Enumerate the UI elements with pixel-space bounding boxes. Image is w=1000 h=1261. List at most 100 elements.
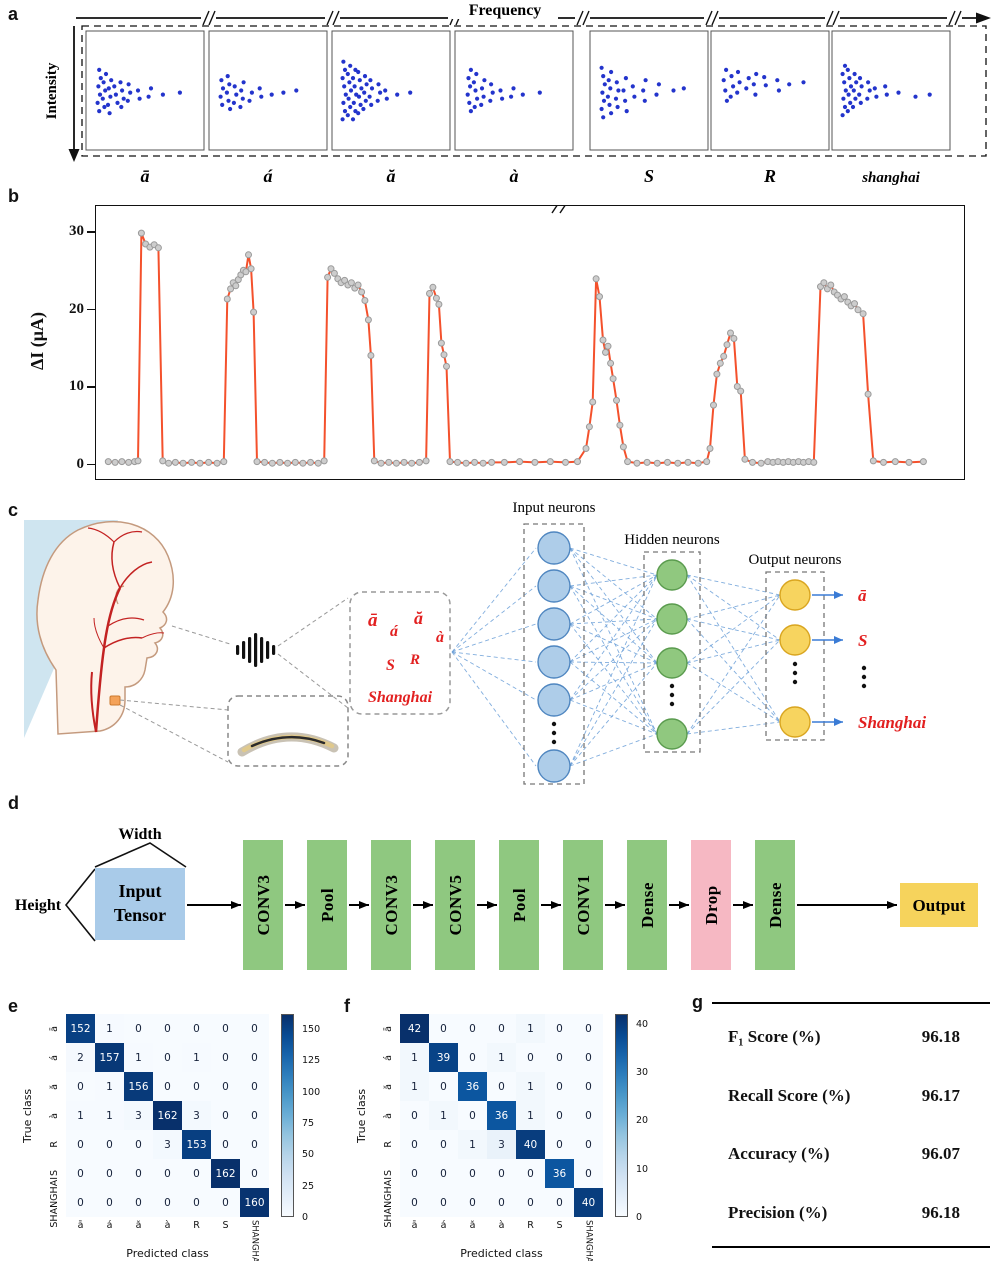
signal-marker xyxy=(664,458,671,466)
scatter-point xyxy=(842,63,848,68)
width-label: Width xyxy=(118,826,161,843)
network-link xyxy=(569,547,658,576)
signal-marker xyxy=(905,458,913,466)
width-bracket xyxy=(94,842,187,868)
scatter-point xyxy=(509,94,514,99)
network-link xyxy=(686,594,781,620)
hidden-neuron xyxy=(656,603,688,635)
signal-marker xyxy=(462,459,470,467)
matrix-cell: 3 xyxy=(124,1101,153,1130)
axis-break-slash xyxy=(551,206,558,214)
scatter-point xyxy=(364,82,369,87)
scatter-point xyxy=(350,117,356,122)
scatter-point xyxy=(654,92,659,97)
scatter-point xyxy=(367,94,372,99)
scatter-point xyxy=(850,104,856,110)
output-neuron xyxy=(779,706,811,738)
hidden-ellipsis-dot xyxy=(669,692,675,698)
scatter-point xyxy=(735,69,741,75)
scatter-point xyxy=(240,96,245,101)
scatter-point xyxy=(369,86,375,91)
scatter-point xyxy=(472,104,477,110)
scatter-point xyxy=(239,88,244,93)
scatter-point xyxy=(681,86,686,91)
layer-box xyxy=(627,840,667,970)
panel-label-b: b xyxy=(8,186,19,206)
scatter-point xyxy=(867,88,872,93)
network-link xyxy=(569,623,658,735)
signal-marker xyxy=(727,329,734,337)
output-neurons-label: Output neurons xyxy=(749,552,842,568)
input-tensor-box xyxy=(95,868,185,940)
scatter-point xyxy=(848,100,853,105)
break-slash xyxy=(332,10,340,26)
mouth-to-sound-line xyxy=(171,625,231,645)
sound-to-box-line-top xyxy=(277,597,349,647)
panel-label-a: a xyxy=(8,4,19,24)
scatter-box xyxy=(454,30,574,151)
network-link xyxy=(569,585,658,664)
scatter-point xyxy=(787,82,792,87)
scatter-point xyxy=(378,90,383,95)
scatter-point xyxy=(865,96,870,101)
col-tick-label: ā xyxy=(411,1220,418,1231)
matrix-cell: 0 xyxy=(66,1159,95,1188)
signal-marker xyxy=(716,359,724,367)
signal-marker xyxy=(426,290,433,297)
scatter-point xyxy=(857,92,862,97)
matrix-cell: 0 xyxy=(574,1043,603,1072)
matrix-cell: 0 xyxy=(516,1159,545,1188)
syllable-label: á xyxy=(264,166,274,186)
scatter-point xyxy=(737,80,742,85)
hidden-neuron xyxy=(656,718,688,750)
true-class-label: True class xyxy=(21,1088,34,1143)
artery-tree xyxy=(87,527,165,733)
scatter-point xyxy=(361,106,366,112)
scatter-point xyxy=(345,71,350,77)
scatter-point xyxy=(107,111,112,116)
signal-marker xyxy=(730,335,738,342)
col-tick-label: R xyxy=(193,1220,200,1231)
matrix-cell: 0 xyxy=(153,1014,182,1043)
signal-marker xyxy=(188,458,196,466)
scatter-point xyxy=(511,86,516,91)
row-tick-label: á xyxy=(49,1054,60,1061)
signal-marker xyxy=(408,459,416,467)
matrix-cell: 3 xyxy=(182,1101,211,1130)
scatter-point xyxy=(735,90,740,95)
matrix-cell: 1 xyxy=(95,1014,124,1043)
col-tick-label: R xyxy=(527,1220,534,1231)
signal-line xyxy=(108,232,924,465)
signal-marker xyxy=(596,293,603,301)
signal-marker xyxy=(440,351,448,359)
axis-break-gap xyxy=(551,206,568,213)
scatter-box xyxy=(589,30,709,151)
signal-marker xyxy=(684,458,692,466)
scatter-box xyxy=(831,30,951,151)
col-tick-label: SHANGHAI xyxy=(583,1220,594,1261)
scatter-point xyxy=(643,78,648,83)
layer-box xyxy=(435,840,475,970)
signal-marker xyxy=(159,457,167,465)
matrix-cell: 0 xyxy=(124,1130,153,1159)
panel-label-f: f xyxy=(344,996,350,1016)
signal-marker xyxy=(250,308,258,316)
signal-marker xyxy=(253,458,261,466)
signal-marker xyxy=(437,339,445,347)
sensor-callout-line-bottom xyxy=(119,704,229,763)
signal-marker xyxy=(633,459,641,467)
scatter-point xyxy=(851,88,856,93)
svg-text:S: S xyxy=(858,631,867,650)
matrix-cell: 0 xyxy=(574,1159,603,1188)
scatter-point xyxy=(347,80,352,85)
scatter-point xyxy=(854,80,859,85)
metric-value: 96.17 xyxy=(921,1085,960,1105)
scatter-point xyxy=(234,92,239,97)
signal-marker xyxy=(213,459,221,467)
scatter-point xyxy=(227,82,232,87)
scatter-point xyxy=(120,88,125,93)
scatter-point xyxy=(359,86,364,91)
matrix-cell: 1 xyxy=(124,1043,153,1072)
sensor-callout-line-top xyxy=(119,699,229,711)
